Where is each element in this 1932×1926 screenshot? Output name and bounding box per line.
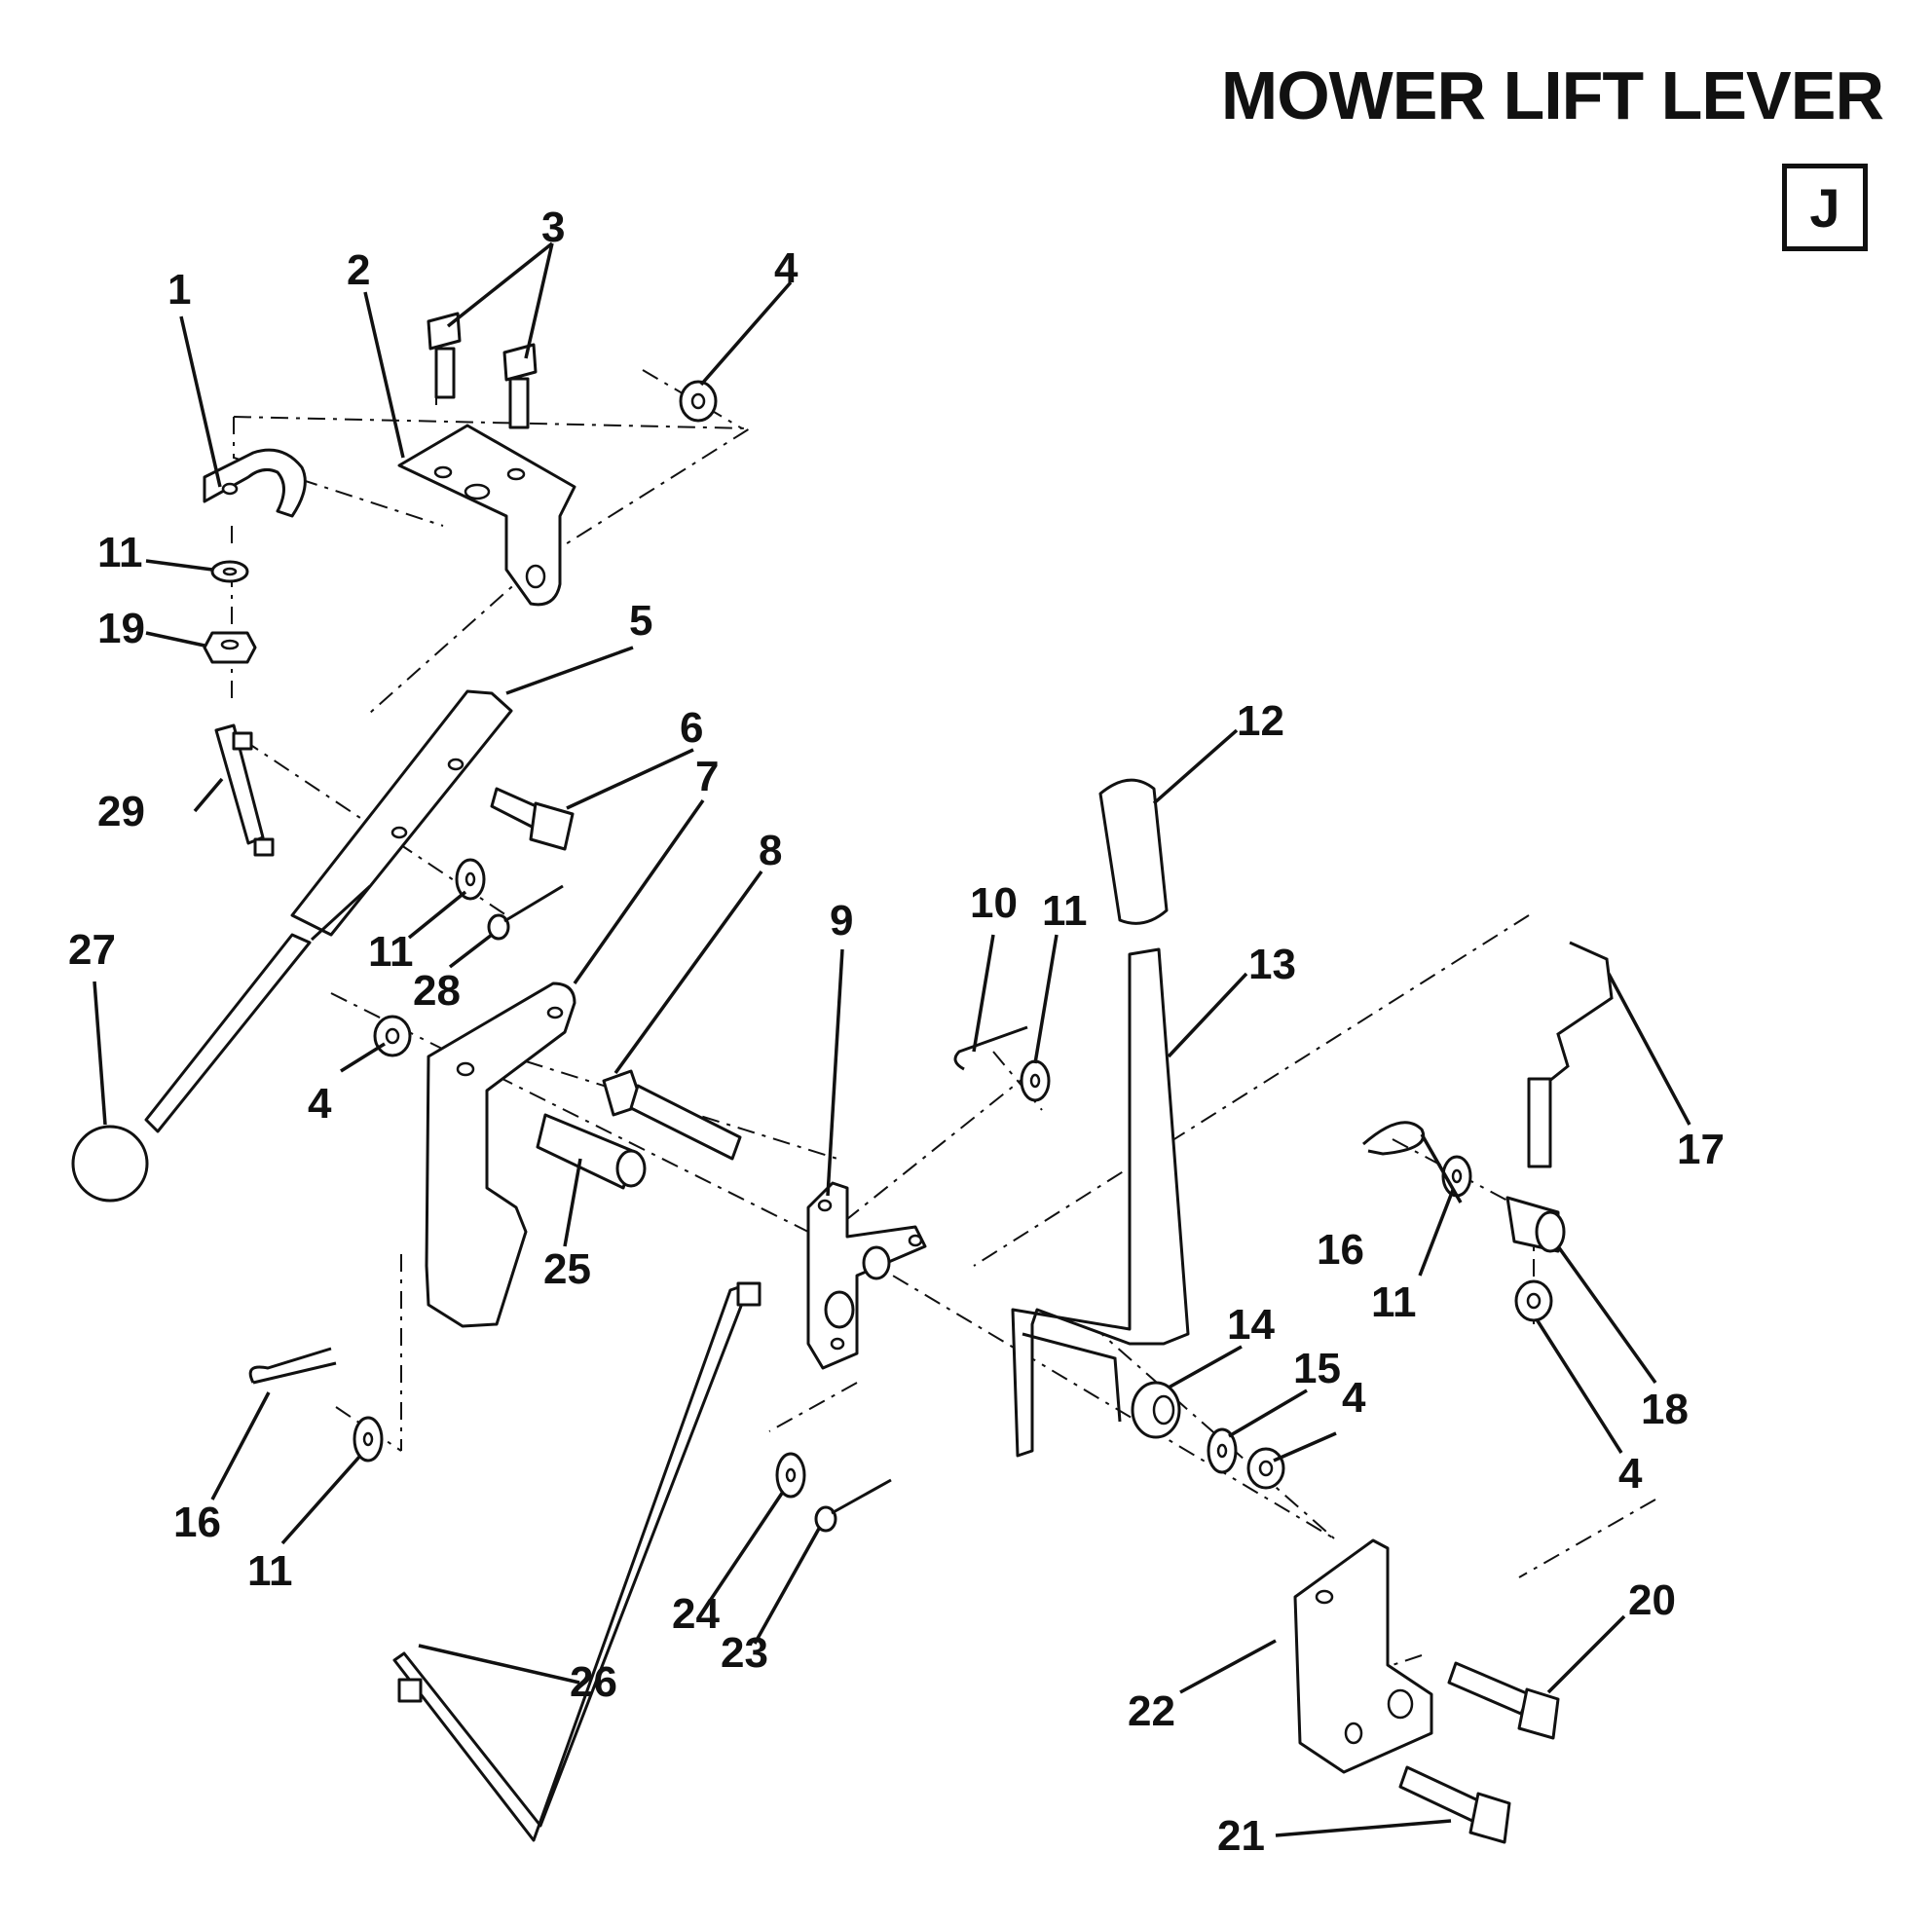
part-19-nut [203, 631, 257, 664]
callout-15: 15 [1293, 1345, 1341, 1392]
callout-8: 8 [759, 827, 782, 874]
callout-11-a: 11 [1042, 887, 1088, 935]
part-15-washer [1207, 1427, 1238, 1474]
part-13-handle [1011, 947, 1190, 1458]
callout-2: 2 [347, 246, 370, 294]
callout-16-right: 16 [1317, 1226, 1364, 1274]
callout-1: 1 [167, 266, 191, 314]
callout-13: 13 [1248, 941, 1296, 988]
part-2-bracket [397, 424, 576, 607]
callout-4-left: 4 [308, 1080, 332, 1128]
callout-3: 3 [541, 204, 565, 251]
callout-7: 7 [695, 753, 719, 800]
callout-25: 25 [543, 1245, 591, 1293]
callout-4-top: 4 [774, 244, 799, 292]
callout-5: 5 [629, 597, 652, 645]
callout-9: 9 [830, 897, 853, 944]
part-28-pin [487, 884, 564, 941]
callout-11-d: 11 [1371, 1278, 1417, 1326]
callout-26: 26 [570, 1658, 617, 1706]
part-20-bolt [1447, 1661, 1560, 1740]
callout-4-mid: 4 [1342, 1374, 1366, 1422]
part-12-grip [1098, 778, 1169, 925]
part-27-rod-knob [71, 933, 312, 1203]
part-29-link [214, 723, 275, 857]
part-6-bolt [490, 787, 575, 851]
callout-17: 17 [1677, 1126, 1725, 1173]
part-16-clips [248, 1121, 1425, 1385]
callout-21: 21 [1217, 1812, 1265, 1860]
callout-23: 23 [721, 1629, 768, 1677]
page-title: MOWER LIFT LEVER [1220, 57, 1884, 133]
assembly-guide-lines [231, 369, 1656, 1676]
part-10-pin [953, 1025, 1028, 1071]
callout-19: 19 [97, 605, 145, 652]
callout-20: 20 [1628, 1576, 1676, 1624]
callout-4-right: 4 [1618, 1450, 1643, 1498]
callout-labels: 1 2 3 4 4 4 4 5 6 7 8 9 10 11 11 11 11 1… [68, 204, 1725, 1860]
callout-6: 6 [680, 704, 703, 752]
section-letter-box: J [1782, 164, 1868, 251]
callout-24: 24 [672, 1590, 720, 1638]
callout-10: 10 [970, 879, 1018, 927]
callout-14: 14 [1227, 1301, 1275, 1349]
part-3-bolts [427, 312, 538, 429]
part-1-clip [203, 448, 307, 518]
part-17-rod [1527, 941, 1614, 1168]
callout-12: 12 [1237, 697, 1284, 745]
part-24-washer [775, 1452, 806, 1499]
callout-11-b: 11 [97, 529, 143, 576]
part-25-spacer [536, 1113, 647, 1190]
part-21-bolt [1398, 1765, 1511, 1844]
part-7-bracket-plate [425, 982, 576, 1328]
callout-27: 27 [68, 926, 116, 974]
part-8-bolt [602, 1069, 742, 1161]
part-9-pivot-plate [806, 1181, 927, 1370]
leader-lines [93, 241, 1691, 1837]
callout-22: 22 [1128, 1687, 1175, 1735]
callout-18: 18 [1641, 1386, 1689, 1433]
callout-28: 28 [413, 967, 461, 1015]
part-26-rod [392, 1281, 762, 1842]
callout-11-c: 11 [368, 928, 414, 976]
part-18-swivel [1505, 1196, 1566, 1253]
part-23-pin [814, 1478, 892, 1533]
callout-11-e: 11 [247, 1547, 293, 1595]
part-5-lever-arm [290, 689, 513, 942]
callout-16-left: 16 [173, 1499, 221, 1546]
part-4-nuts [373, 380, 1553, 1490]
callout-29: 29 [97, 788, 145, 835]
part-14-bushing [1131, 1381, 1181, 1439]
part-22-lower-bracket [1293, 1538, 1433, 1774]
